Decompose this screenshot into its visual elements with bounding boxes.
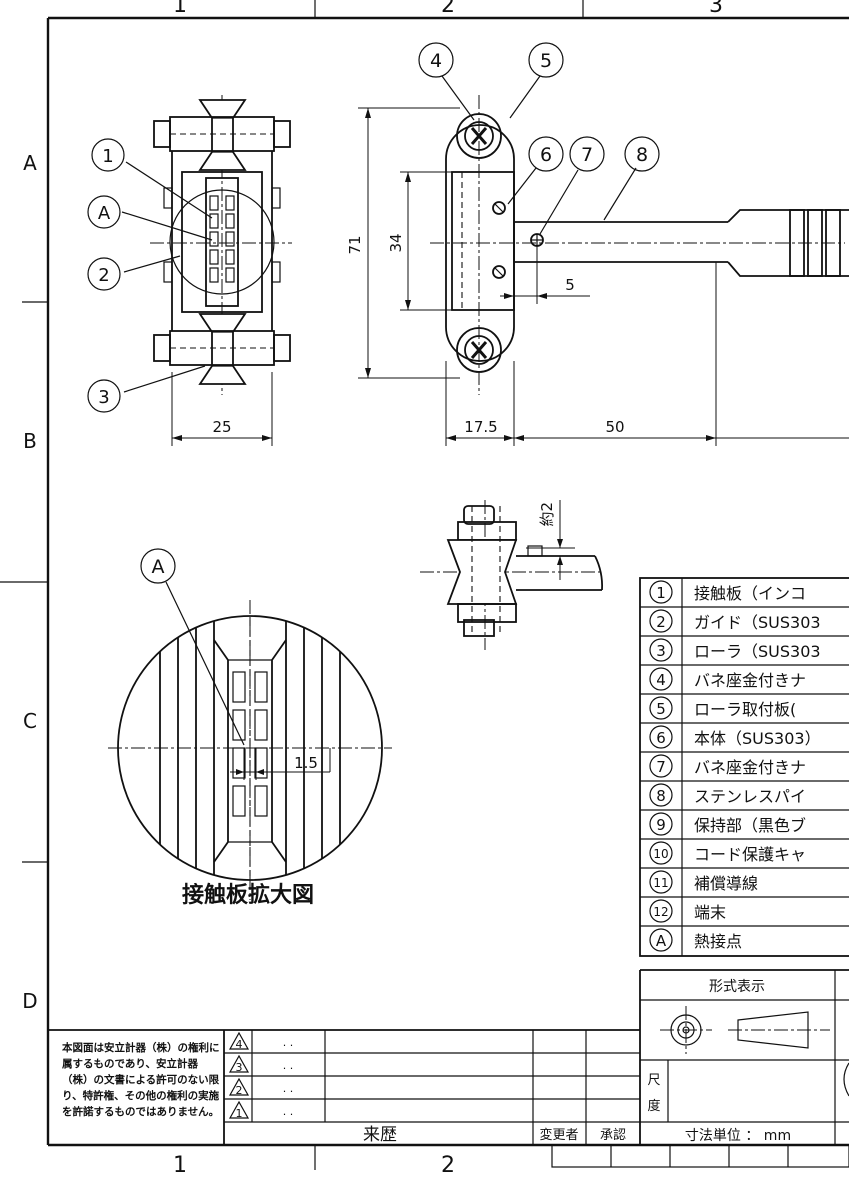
detail-view <box>108 548 392 900</box>
zone-labels: 1 2 3 1 2 A B C D <box>22 0 723 1178</box>
part-name: ローラ取付板( <box>694 700 796 719</box>
zone-col-2-bottom: 2 <box>441 1153 455 1178</box>
part-name: 保持部（黒色ブ <box>694 816 806 835</box>
callout-7: 7 <box>581 144 593 166</box>
part-no: 12 <box>653 905 668 919</box>
dim-overall-height: 71 <box>346 235 364 254</box>
parts-list-rows: 1 接触板（インコ 2 ガイド（SUS303 3 ローラ（SUS303 4 バネ… <box>653 584 820 951</box>
zone-col-1-bottom: 1 <box>173 1153 187 1178</box>
callout-2: 2 <box>98 265 109 286</box>
part-no: 10 <box>653 847 668 861</box>
callout-4: 4 <box>430 50 442 72</box>
dim-pipe-length: 50 <box>605 418 624 436</box>
callout-a-detail: A <box>152 556 165 578</box>
callout-5: 5 <box>540 50 552 72</box>
callout-1: 1 <box>102 146 113 167</box>
callout-6: 6 <box>540 144 552 166</box>
part-no: 4 <box>656 671 666 689</box>
revision-mark: 3 <box>236 1061 243 1074</box>
part-no: A <box>656 932 667 950</box>
dim-body-width: 17.5 <box>464 418 497 436</box>
dim-approx-gap: 約2 <box>538 502 556 527</box>
revision-mark: 2 <box>236 1084 243 1097</box>
dim-body-height: 34 <box>387 233 405 252</box>
bottom-roller <box>198 313 247 385</box>
part-no: 8 <box>656 787 666 805</box>
unit-label: 寸法単位 ： mm <box>685 1128 791 1144</box>
format-label: 形式表示 <box>709 979 765 995</box>
part-name: ステンレスパイ <box>694 787 806 806</box>
revision-date: . . <box>283 1036 294 1049</box>
parts-list <box>639 577 849 957</box>
dim-pipe-offset: 5 <box>565 276 575 294</box>
title-block <box>48 969 849 1168</box>
part-name: ローラ（SUS303 <box>694 642 821 661</box>
copyright-notice: 本図面は安立計器（株）の権利に属するものであり、安立計器（株）の文書による許可の… <box>62 1042 220 1118</box>
scale-label-2: 度 <box>647 1098 660 1114</box>
part-name: 本体（SUS303） <box>694 729 821 748</box>
part-no: 5 <box>656 700 666 718</box>
part-no: 9 <box>656 816 666 834</box>
changer-label: 変更者 <box>539 1127 578 1143</box>
side-view-callouts <box>418 42 660 235</box>
part-name: 熱接点 <box>694 932 742 951</box>
detail-title: 接触板拡大図 <box>182 882 314 908</box>
scale-label-1: 尺 <box>647 1073 660 1088</box>
part-name: コード保護キャ <box>694 845 806 864</box>
zone-col-1-top: 1 <box>173 0 187 18</box>
callout-a-front: A <box>98 203 111 224</box>
part-no: 7 <box>656 758 666 776</box>
front-view <box>150 95 292 446</box>
zone-row-d: D <box>22 989 37 1013</box>
part-no: 1 <box>656 584 666 602</box>
revision-date: . . <box>283 1082 294 1095</box>
history-label: 来歴 <box>363 1125 397 1145</box>
callout-8: 8 <box>636 144 648 166</box>
part-name: 端末 <box>694 903 726 922</box>
top-roller <box>198 99 247 171</box>
revision-rows: 4 . . 3 . . 2 . . 1 . . <box>236 1036 294 1120</box>
zone-col-3-top: 3 <box>709 0 723 18</box>
part-name: 接触板（インコ <box>694 584 806 603</box>
zone-row-c: C <box>23 709 37 733</box>
part-no: 3 <box>656 642 666 660</box>
part-no: 2 <box>656 613 666 631</box>
callout-3: 3 <box>98 387 109 408</box>
side-view <box>358 95 849 446</box>
part-name: バネ座金付きナ <box>694 671 806 690</box>
zone-col-2-top: 2 <box>441 0 455 18</box>
part-name: 補償導線 <box>694 874 758 893</box>
revision-date: . . <box>283 1059 294 1072</box>
dim-contact-gap: 1.5 <box>294 754 318 772</box>
zone-row-b: B <box>23 429 37 453</box>
approval-label: 承認 <box>600 1127 626 1143</box>
top-view <box>420 500 604 650</box>
part-no: 11 <box>653 876 668 890</box>
revision-mark: 4 <box>236 1038 243 1051</box>
revision-mark: 1 <box>236 1107 243 1120</box>
part-name: バネ座金付きナ <box>694 758 806 777</box>
part-no: 6 <box>656 729 666 747</box>
revision-date: . . <box>283 1105 294 1118</box>
part-name: ガイド（SUS303 <box>694 613 821 632</box>
zone-row-a: A <box>23 151 37 175</box>
front-view-callouts <box>87 138 213 413</box>
dim-roller-width: 25 <box>212 418 231 436</box>
